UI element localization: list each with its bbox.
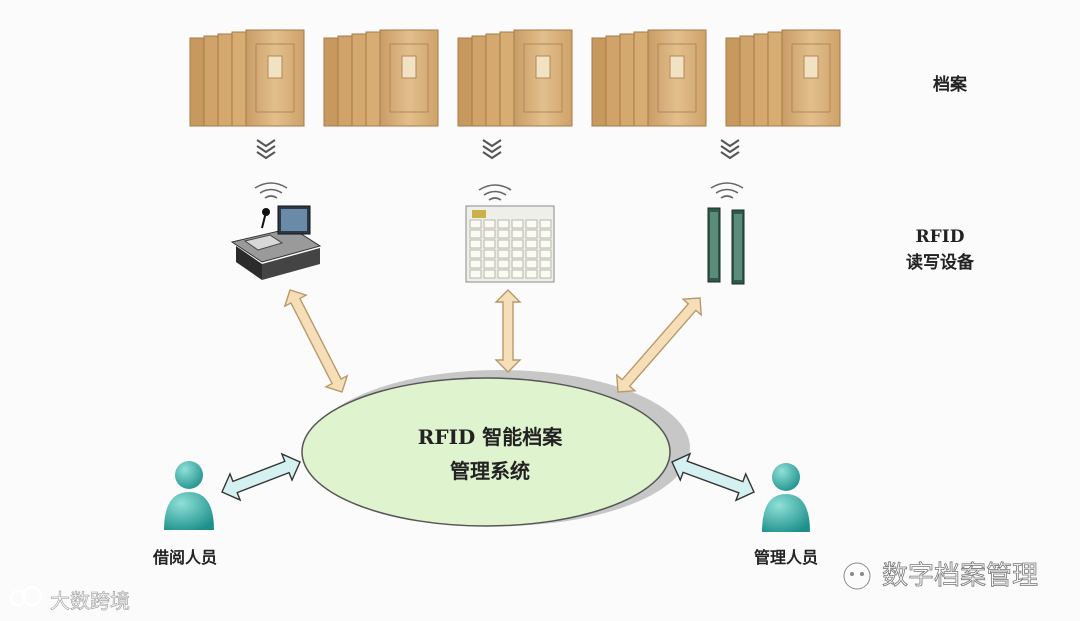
person-icon — [762, 463, 810, 532]
shelf-slot — [497, 219, 510, 229]
shelf-slot — [511, 249, 524, 259]
shelf-slot — [469, 249, 482, 259]
shelf-slot — [483, 229, 496, 239]
person-icon — [164, 461, 214, 530]
shelf-slot — [525, 219, 538, 229]
shelf-slot — [525, 259, 538, 269]
archive-box-icon — [323, 29, 439, 127]
shelf-slot — [469, 219, 482, 229]
double-arrow-managers — [671, 452, 755, 502]
label-borrowers: 借阅人员 — [152, 548, 217, 567]
shelf-slot — [539, 259, 552, 269]
archive-box-icon — [189, 29, 305, 127]
wireless-signal-icon — [478, 184, 512, 201]
shelf-slot — [525, 239, 538, 249]
double-arrow-shelf — [494, 289, 522, 373]
shelf-slot — [497, 259, 510, 269]
chevron-down-icon — [482, 139, 502, 159]
archive-box-icon — [591, 29, 707, 127]
shelf-slot — [539, 249, 552, 259]
watermark-left: 大数跨境 — [50, 589, 130, 613]
system-title-line2: 管理系统 — [450, 459, 530, 483]
shelf-slot — [497, 239, 510, 249]
shelf-slot — [497, 249, 510, 259]
shelf-slot — [511, 239, 524, 249]
shelf-slot — [525, 229, 538, 239]
chevron-down-icon — [720, 139, 740, 159]
shelf-slot — [511, 259, 524, 269]
shelf-slot — [483, 219, 496, 229]
archive-box-icon — [457, 29, 573, 127]
shelf-slot — [539, 269, 552, 279]
archive-box-icon — [725, 29, 841, 127]
shelf-slot — [469, 259, 482, 269]
wireless-signal-icon — [254, 182, 288, 199]
chevron-down-icon — [256, 139, 276, 159]
double-arrow-borrowers — [221, 452, 301, 502]
system-title-line1: RFID 智能档案 — [418, 425, 563, 449]
double-arrow-gate — [615, 297, 703, 393]
shelf-slot — [539, 229, 552, 239]
shelf-slot — [483, 239, 496, 249]
label-rfid-line1: RFID — [916, 227, 965, 247]
system-ellipse — [301, 377, 671, 527]
shelf-slot — [525, 249, 538, 259]
rfid-gate-icon — [707, 207, 745, 285]
shelf-slot — [497, 269, 510, 279]
shelf-slot — [525, 269, 538, 279]
label-managers: 管理人员 — [754, 548, 818, 567]
shelf-slot — [483, 269, 496, 279]
shelf-slot — [469, 239, 482, 249]
shelf-slot — [539, 219, 552, 229]
wechat-icon — [842, 561, 872, 591]
shelf-slot — [511, 269, 524, 279]
shelf-slot — [483, 259, 496, 269]
shelf-slot — [497, 229, 510, 239]
brand-logo-icon — [9, 585, 43, 607]
wireless-signal-icon — [710, 182, 744, 199]
label-archives: 档案 — [933, 74, 968, 95]
watermark-right: 数字档案管理 — [882, 561, 1038, 591]
shelf-slot — [539, 239, 552, 249]
shelf-slot — [511, 219, 524, 229]
shelf-slot — [469, 229, 482, 239]
shelf-slot — [483, 249, 496, 259]
rfid-workstation-icon — [230, 205, 322, 280]
label-rfid-line2: 读写设备 — [906, 252, 975, 273]
shelf-slot — [511, 229, 524, 239]
double-arrow-workstation — [283, 289, 349, 393]
shelf-slot — [469, 269, 482, 279]
